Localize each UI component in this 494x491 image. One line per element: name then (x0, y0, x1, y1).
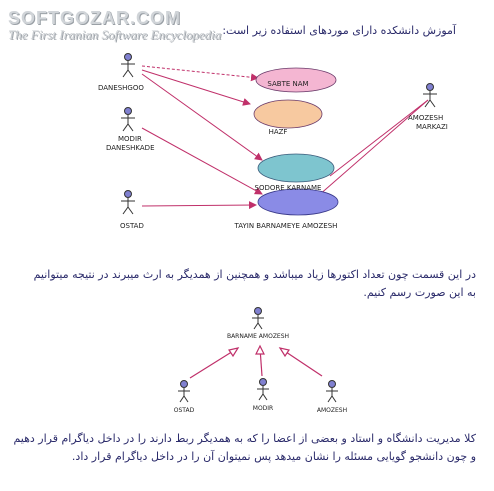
assoc-daneshgoo-hazf (141, 69, 251, 106)
actor-modir-label-2: DANESHKADE (106, 144, 155, 152)
assoc-amozesh-karname (329, 99, 429, 177)
actor-daneshgoo-label: DANESHGOO (98, 84, 144, 92)
actor-barname-amozesh (252, 307, 264, 330)
uc-tayin (257, 188, 339, 216)
middle-text: در این قسمت چون تعداد اکتورها زیاد میباش… (33, 268, 476, 299)
uc-sabte-nam-label: SABTE NAM (267, 80, 308, 88)
uc-tayin-label: TAYIN BARNAMEYE AMOZESH (234, 222, 338, 230)
uc-karname-label: SODORE KARNAME (255, 184, 322, 192)
assoc-ostad-tayin (141, 201, 257, 210)
bottom-text: کلا مدیریت دانشگاه و استاد و بعضی از اعض… (13, 432, 476, 463)
actor-child-modir (257, 378, 269, 401)
gen-ostad (189, 347, 239, 379)
actor-amozesh-markazi (423, 83, 437, 108)
actor-amozesh-label-1: AMOZESH (408, 114, 443, 122)
actor-modir-label-1: MODIR (118, 135, 142, 143)
assoc-amozesh-tayin (317, 99, 429, 197)
uc-sodore-karname (257, 153, 335, 183)
assoc-daneshgoo-sabtenam (141, 65, 259, 82)
watermark-title: SOFTGOZAR.COM (8, 8, 181, 28)
actor-child-ostad-label: OSTAD (174, 407, 195, 414)
generalization-diagram: BARNAME AMOZESH OSTAD MODIR AMOZESH (174, 307, 347, 414)
use-case-diagram: SABTE NAM HAZF SODORE KARNAME TAYIN BARN… (98, 53, 448, 230)
actor-child-amozesh-label: AMOZESH (317, 407, 347, 414)
actor-child-modir-label: MODIR (253, 405, 273, 412)
assoc-modir-tayin (141, 127, 263, 195)
actor-barname-label: BARNAME AMOZESH (227, 333, 289, 340)
actor-child-ostad (178, 380, 190, 403)
actor-daneshgoo (121, 53, 135, 78)
actor-ostad-label: OSTAD (120, 222, 144, 230)
watermark-subtitle: The First Iranian Software Encyclopedia (8, 27, 222, 42)
intro-text: آموزش دانشکده دارای موردهای استفاده زیر … (222, 24, 456, 37)
actor-child-amozesh (326, 380, 338, 403)
actor-amozesh-label-2: MARKAZI (416, 123, 448, 131)
actor-ostad (121, 190, 135, 215)
watermark: SOFTGOZAR.COM The First Iranian Software… (8, 8, 221, 43)
uc-hazf-label: HAZF (269, 128, 288, 136)
uc-hazf (253, 99, 323, 129)
actor-modir-daneshkade (121, 107, 135, 132)
assoc-daneshgoo-karname (141, 73, 263, 161)
uc-sabte-nam (255, 67, 337, 93)
